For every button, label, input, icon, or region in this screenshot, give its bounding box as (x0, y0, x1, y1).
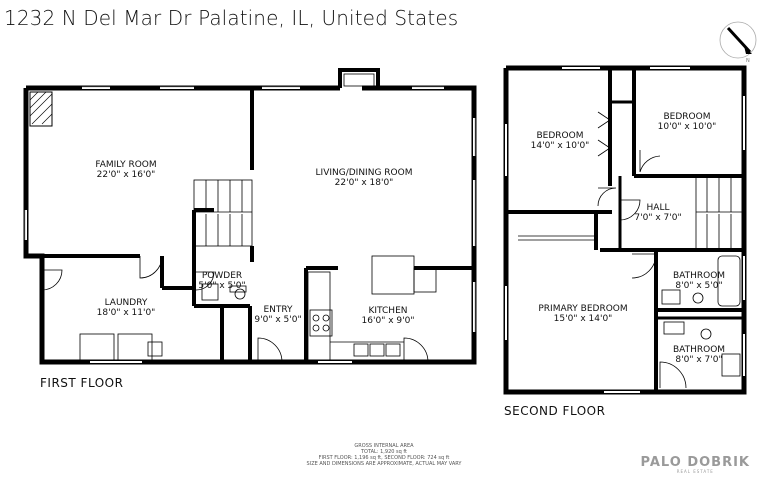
room-size: 9'0" x 5'0" (254, 315, 302, 325)
brand-name: PALO DOBRIK (640, 455, 750, 470)
compass-icon: N (719, 21, 757, 64)
room-size: 14'0" x 10'0" (530, 141, 590, 151)
room-living-dining: LIVING/DINING ROOM 22'0" x 18'0" (316, 168, 413, 188)
room-size: 18'0" x 11'0" (96, 308, 156, 318)
area-heading: GROSS INTERNAL AREA (354, 443, 414, 449)
room-name: PRIMARY BEDROOM (538, 304, 628, 314)
room-name: BATHROOM (672, 271, 726, 281)
room-powder: POWDER 5'0" x 5'0" (198, 271, 245, 291)
room-size: 22'0" x 18'0" (334, 178, 394, 188)
first-floor-plan (23, 68, 477, 365)
room-name: KITCHEN (368, 306, 408, 316)
room-size: 7'0" x 7'0" (634, 213, 682, 223)
brand-tagline: REAL ESTATE (676, 469, 714, 474)
room-name: BEDROOM (536, 131, 584, 141)
room-size: 22'0" x 16'0" (96, 170, 156, 180)
room-kitchen: KITCHEN 16'0" x 9'0" (362, 306, 415, 326)
room-name: POWDER (201, 271, 243, 281)
room-size: 8'0" x 5'0" (675, 281, 723, 291)
first-floor-label: FIRST FLOOR (40, 376, 124, 390)
brand-logo: PALO DOBRIK REAL ESTATE (641, 455, 750, 474)
room-name: HALL (646, 203, 670, 213)
room-bathroom-2: BATHROOM 8'0" x 7'0" (673, 345, 725, 365)
room-name: LIVING/DINING ROOM (315, 168, 413, 178)
room-size: 5'0" x 5'0" (198, 281, 246, 291)
room-name: FAMILY ROOM (95, 160, 157, 170)
area-total: TOTAL: 1,920 sq ft (360, 449, 408, 455)
area-disclaimer: SIZE AND DIMENSIONS ARE APPROXIMATE, ACT… (306, 461, 462, 467)
room-laundry: LAUNDRY 18'0" x 11'0" (97, 298, 156, 318)
room-name: BEDROOM (663, 112, 711, 122)
room-primary-bedroom: PRIMARY BEDROOM 15'0" x 14'0" (538, 304, 627, 324)
second-floor-label: SECOND FLOOR (504, 404, 606, 418)
second-floor-plan (503, 65, 747, 395)
svg-text:N: N (746, 58, 750, 64)
gross-area-note: GROSS INTERNAL AREA TOTAL: 1,920 sq ft F… (307, 443, 462, 467)
room-entry: ENTRY 9'0" x 5'0" (254, 305, 301, 325)
room-size: 10'0" x 10'0" (657, 122, 717, 132)
room-hall: HALL 7'0" x 7'0" (634, 203, 681, 223)
area-breakdown: FIRST FLOOR: 1,196 sq ft, SECOND FLOOR: … (318, 455, 450, 461)
room-bathroom-1: BATHROOM 8'0" x 5'0" (673, 271, 725, 291)
room-size: 16'0" x 9'0" (361, 316, 415, 326)
room-name: ENTRY (263, 305, 293, 315)
room-bedroom-1: BEDROOM 14'0" x 10'0" (531, 131, 590, 151)
room-size: 15'0" x 14'0" (553, 314, 613, 324)
room-name: BATHROOM (672, 345, 726, 355)
room-name: LAUNDRY (104, 298, 148, 308)
room-size: 8'0" x 7'0" (675, 355, 723, 365)
room-family: FAMILY ROOM 22'0" x 16'0" (95, 160, 156, 180)
room-bedroom-2: BEDROOM 10'0" x 10'0" (658, 112, 717, 132)
page-title: 1232 N Del Mar Dr Palatine, IL, United S… (4, 6, 459, 30)
